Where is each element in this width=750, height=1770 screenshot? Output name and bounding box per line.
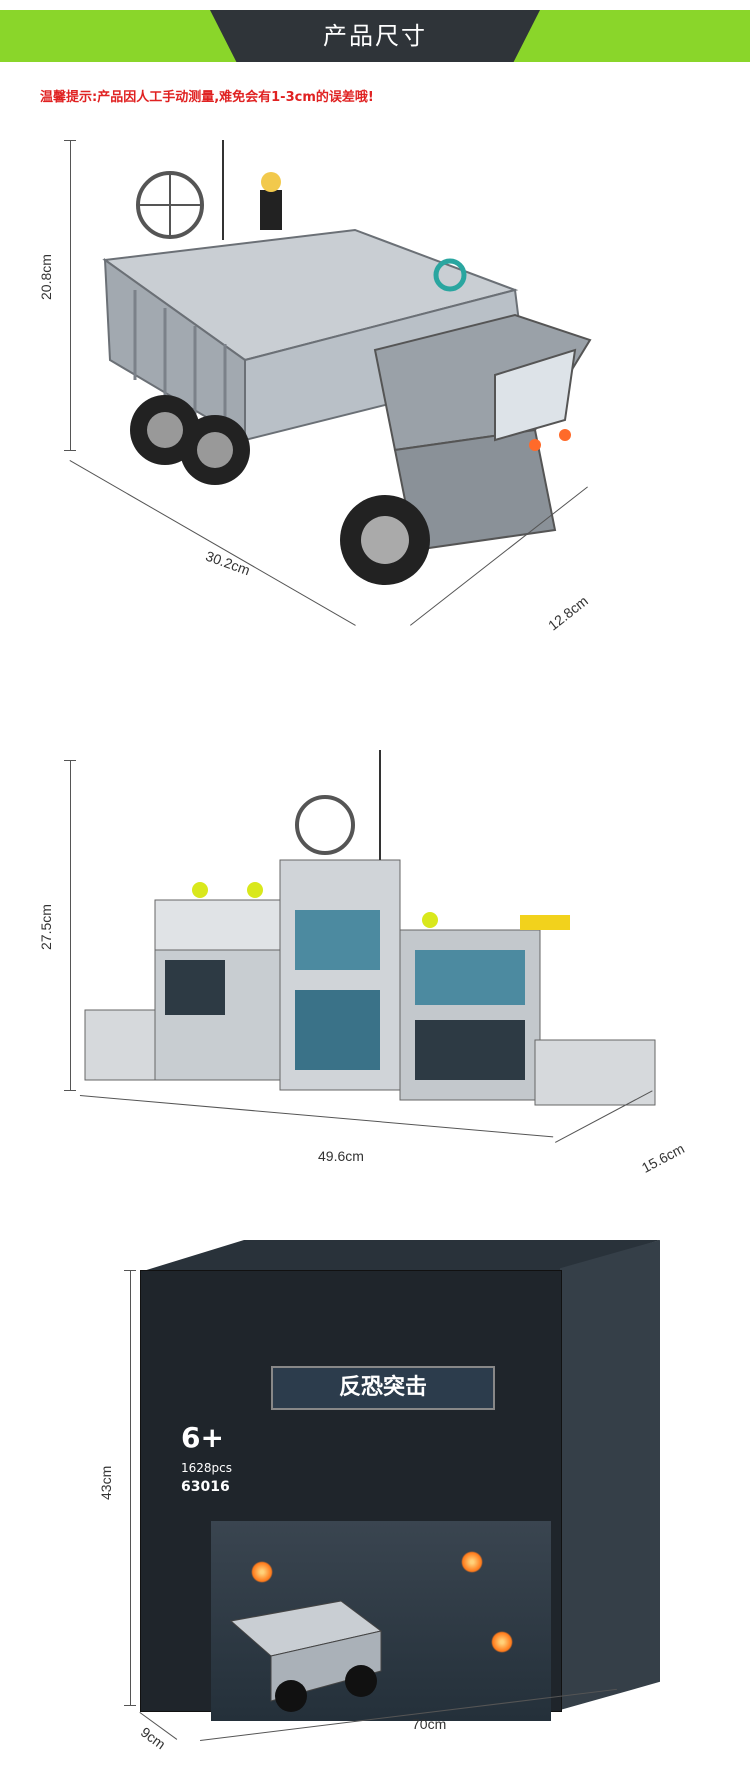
box-truck-illustration xyxy=(229,1600,383,1712)
hq-height-line xyxy=(70,760,71,1090)
box-age-rating: 6+ xyxy=(181,1421,224,1454)
box-width-label: 70cm xyxy=(412,1716,447,1732)
explosion-mark xyxy=(461,1551,483,1573)
hq-height-label: 27.5cm xyxy=(38,904,54,950)
hq-illustration xyxy=(84,750,656,1106)
box-photo: 反恐突击 6+ 1628pcs 63016 xyxy=(140,1240,660,1721)
hq-height-tick-bottom xyxy=(64,1090,76,1091)
truck-height-tick-top xyxy=(64,140,76,141)
box-side-face xyxy=(560,1240,660,1710)
box-set-code: 63016 xyxy=(181,1479,230,1495)
hq-length-label: 49.6cm xyxy=(318,1148,364,1164)
box-title: 反恐突击 xyxy=(271,1366,495,1410)
truck-photo xyxy=(95,130,675,620)
truck-illustration xyxy=(102,140,592,585)
box-height-label: 43cm xyxy=(98,1465,114,1500)
box-height-tick-bottom xyxy=(124,1705,136,1706)
box-front-face: 反恐突击 6+ 1628pcs 63016 xyxy=(140,1270,562,1721)
truck-height-tick-bottom xyxy=(64,450,76,451)
box-depth-label: 9cm xyxy=(137,1723,169,1753)
measurement-tip: 温馨提示:产品因人工手动测量,难免会有1-3cm的误差哦! xyxy=(40,90,374,105)
section-header: 产品尺寸 xyxy=(0,10,750,62)
explosion-mark xyxy=(251,1561,273,1583)
hq-height-tick-top xyxy=(64,760,76,761)
truck-height-label: 20.8cm xyxy=(38,254,54,300)
box-height-line xyxy=(130,1270,131,1705)
truck-height-line xyxy=(70,140,71,450)
explosion-mark xyxy=(491,1631,513,1653)
section-title: 产品尺寸 xyxy=(323,22,427,50)
box-scene-art xyxy=(211,1521,551,1721)
header-dark-tab xyxy=(210,10,540,62)
hq-photo xyxy=(80,750,680,1170)
box-height-tick-top xyxy=(124,1270,136,1271)
box-piece-count: 1628pcs xyxy=(181,1461,233,1475)
